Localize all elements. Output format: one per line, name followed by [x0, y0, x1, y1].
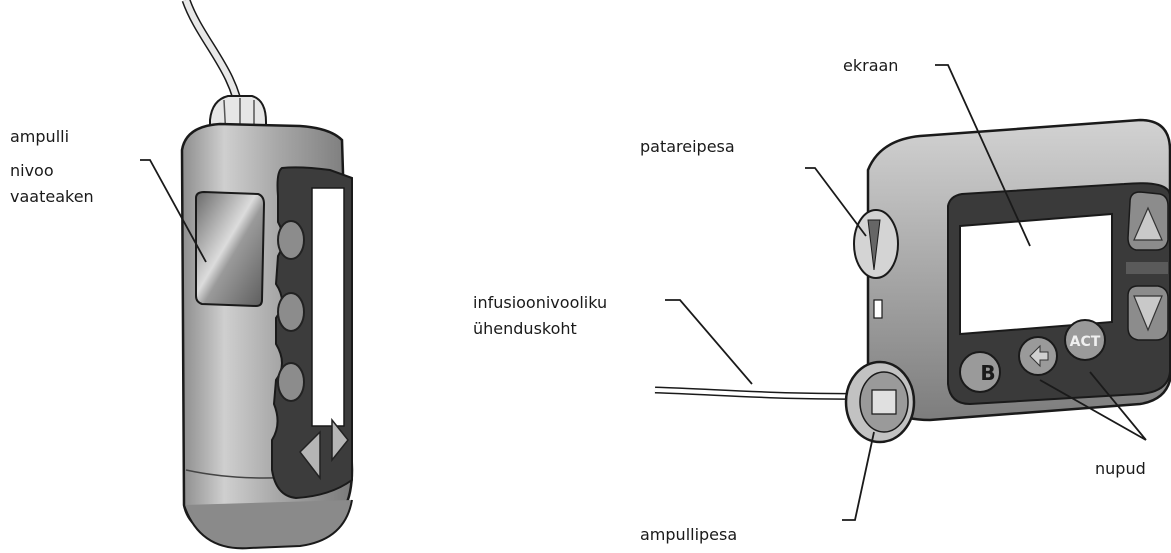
- leader-line-reservoir: [842, 432, 874, 520]
- left-pump-screen: [312, 188, 344, 426]
- label-left-line1: ampulli: [10, 126, 69, 147]
- left-pump-button-3: [278, 363, 304, 401]
- label-reservoir: ampullipesa: [640, 524, 737, 545]
- bolus-button-label: B: [980, 361, 995, 385]
- label-left-line2: nivoo: [10, 160, 54, 181]
- left-pump: [140, 0, 352, 548]
- act-button-label: ACT: [1070, 334, 1101, 350]
- brand-label: [1126, 262, 1168, 274]
- side-indicator: [874, 300, 882, 318]
- right-pump: B ACT: [655, 65, 1170, 520]
- label-screen: ekraan: [843, 55, 898, 76]
- label-infusion-line2: ühenduskoht: [473, 318, 577, 339]
- label-infusion-line1: infusioonivooliku: [473, 292, 607, 313]
- right-pump-display: [960, 214, 1112, 334]
- reservoir-window: [196, 192, 264, 306]
- label-battery: patareipesa: [640, 136, 735, 157]
- label-left-line3: vaateaken: [10, 186, 94, 207]
- left-pump-button-2: [278, 293, 304, 331]
- left-pump-button-1: [278, 221, 304, 259]
- leader-line-infusion: [665, 300, 752, 384]
- label-buttons: nupud: [1095, 458, 1146, 479]
